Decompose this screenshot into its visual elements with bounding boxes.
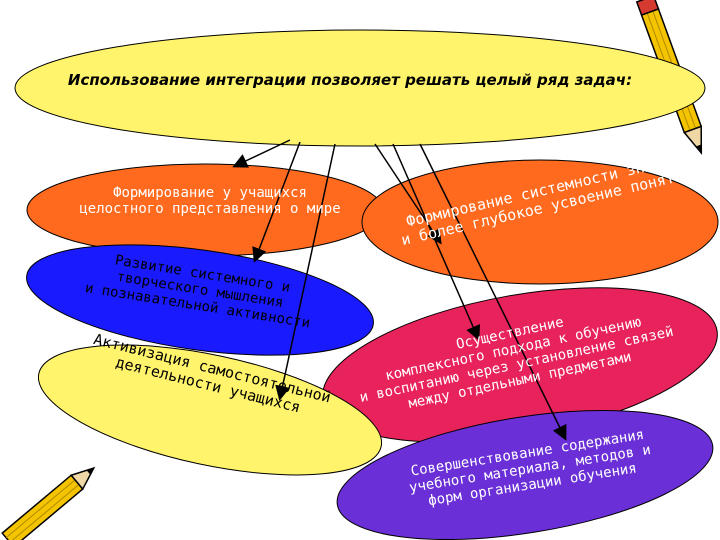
central-label: Использование интеграции позволяет решат… [30,72,670,89]
task-label-orange: Формирование у учащихся целостного предс… [45,185,375,217]
pencil-icon [2,461,99,540]
